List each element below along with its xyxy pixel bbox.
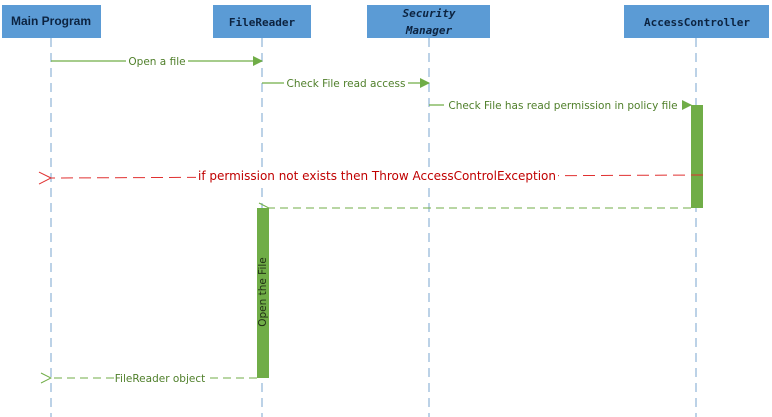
participant-label: Security [403, 7, 456, 20]
participant-label: FileReader [229, 16, 296, 29]
participant-label: Main Program [11, 14, 91, 28]
participant-label: Manager [405, 24, 453, 37]
participant-filereader[interactable]: FileReader [213, 5, 311, 38]
activation-filereader [257, 208, 269, 378]
message-label: if permission not exists then Throw Acce… [198, 169, 556, 183]
activation-access-controller [691, 105, 703, 208]
participant-main-program[interactable]: Main Program [2, 5, 101, 38]
message-label: Open a file [128, 56, 185, 68]
participant-access-controller[interactable]: AccessController [624, 5, 769, 38]
message-label: Check File read access [287, 78, 406, 90]
participant-label: AccessController [644, 16, 750, 29]
activation-label: Open the File [257, 257, 269, 327]
participant-security-manager[interactable]: Security Manager [367, 5, 490, 38]
message-label: Check File has read permission in policy… [448, 100, 677, 112]
message-label: FileReader object [115, 373, 205, 385]
